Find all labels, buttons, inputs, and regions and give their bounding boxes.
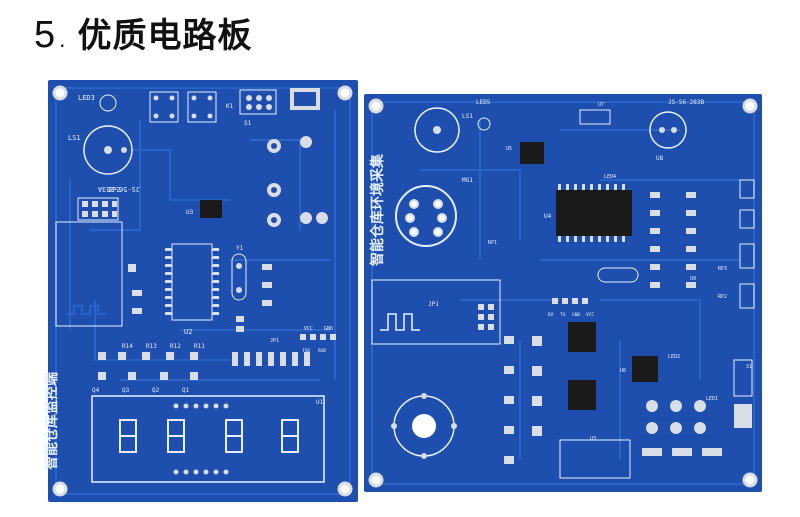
right-u6-label: U6 bbox=[620, 368, 626, 374]
left-txd-label: TXD bbox=[302, 348, 310, 354]
left-jp1-label: JP1 bbox=[270, 338, 279, 344]
right-u4-label: U4 bbox=[544, 213, 552, 220]
right-u5-label: U5 bbox=[506, 146, 512, 152]
left-r14-label: R14 bbox=[122, 343, 133, 350]
right-pcb-board: LS1 LED5 MG1 U5 U7 U4 U8 JS-56-283B bbox=[364, 94, 762, 492]
left-r13-label: R13 bbox=[146, 343, 157, 350]
right-s1-label: S1 bbox=[746, 364, 752, 370]
page-heading: 5 . 优质电路板 bbox=[34, 8, 253, 56]
left-rxd-label: RXD bbox=[318, 348, 326, 354]
left-board-chinese-label: 智能仓库监控端 bbox=[43, 372, 60, 471]
left-y1-label: Y1 bbox=[236, 245, 244, 252]
left-q3-label: Q3 bbox=[122, 387, 130, 394]
right-u3-label: U3 bbox=[590, 436, 596, 442]
right-mg1-label: MG1 bbox=[462, 177, 473, 184]
right-u9-label: U9 bbox=[690, 276, 696, 282]
left-u3-label: U3 bbox=[186, 209, 194, 216]
left-pcb-board: LS1 LED3 K1 S1 U3 JS-56-283A bbox=[43, 80, 358, 502]
right-led2-label: LED2 bbox=[668, 354, 680, 360]
heading-number: 5 bbox=[34, 14, 56, 56]
left-r11-label: R11 bbox=[194, 343, 205, 350]
right-jp1-label: JP1 bbox=[428, 301, 439, 308]
left-k1-label: K1 bbox=[226, 103, 234, 110]
left-led3-label: LED3 bbox=[78, 94, 95, 102]
right-u7-label: U7 bbox=[598, 102, 604, 108]
right-gnd-label: GND bbox=[572, 312, 580, 318]
right-vcc-label: VCC bbox=[586, 312, 594, 318]
left-s1-label: S1 bbox=[244, 120, 252, 127]
left-ls1-label: LS1 bbox=[68, 134, 81, 142]
right-led4-label: LED4 bbox=[604, 174, 616, 180]
left-vcc-label: VCC bbox=[304, 326, 313, 332]
right-rp3-label: RP3 bbox=[718, 266, 727, 272]
left-q4-label: Q4 bbox=[92, 387, 100, 394]
right-model-label: JS-56-283B bbox=[668, 99, 705, 106]
left-jp2-label: JP2 bbox=[108, 186, 121, 194]
right-rx-label: RX bbox=[548, 312, 554, 318]
right-ls1-label: LS1 bbox=[462, 113, 473, 120]
right-u8-label: U8 bbox=[656, 155, 664, 162]
left-gnd-label: GND bbox=[324, 326, 333, 332]
right-led1-label: LED1 bbox=[706, 396, 718, 402]
right-led5-label: LED5 bbox=[476, 99, 491, 106]
left-u1-label: U1 bbox=[316, 399, 324, 406]
heading-separator: . bbox=[59, 28, 66, 52]
left-u2-label: U2 bbox=[184, 328, 192, 336]
right-rp2-label: RP2 bbox=[718, 294, 727, 300]
right-rp1-label: RP1 bbox=[488, 240, 497, 246]
right-board-chinese-label: 智能仓库环境采集 bbox=[369, 153, 386, 267]
left-model-label: JS-56-283A bbox=[97, 185, 140, 193]
left-q2-label: Q2 bbox=[152, 387, 160, 394]
left-r12-label: R12 bbox=[170, 343, 181, 350]
heading-title: 优质电路板 bbox=[77, 16, 253, 56]
left-q1-label: Q1 bbox=[182, 387, 190, 394]
right-tx-label: TX bbox=[560, 312, 566, 318]
